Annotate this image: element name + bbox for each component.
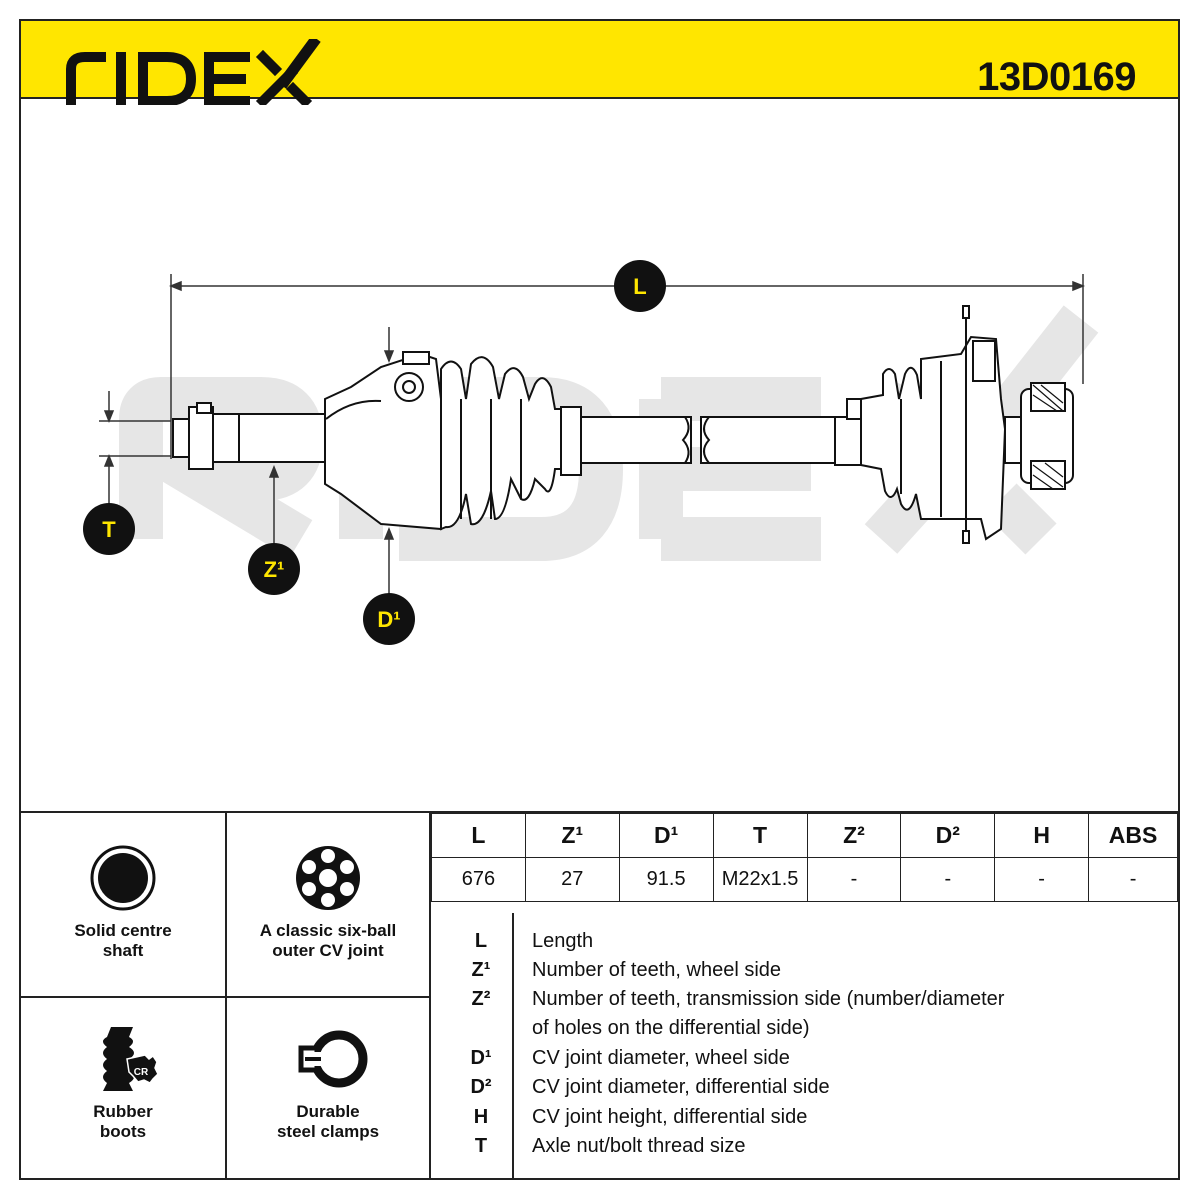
legend-key: D¹ xyxy=(470,1047,492,1069)
spec-header-cell: L xyxy=(431,813,526,858)
svg-text:D¹: D¹ xyxy=(377,607,400,632)
page-frame xyxy=(19,19,1180,1180)
legend-description: of holes on the differential side) xyxy=(532,1017,810,1039)
feature-solid-shaft: Solid centre shaft xyxy=(21,813,225,996)
legend-description: Number of teeth, transmission side (numb… xyxy=(532,988,1005,1010)
steel-clamp-icon xyxy=(298,1030,368,1088)
cv-diameter-pointer xyxy=(383,327,395,599)
spec-header-cell: H xyxy=(994,813,1090,858)
specification-section: Solid centre shaft A classic six-ball ou… xyxy=(21,811,1178,1178)
spec-value-cell: - xyxy=(994,857,1090,902)
spec-header-cell: Z² xyxy=(806,813,902,858)
legend-description: Axle nut/bolt thread size xyxy=(532,1135,746,1157)
rubber-boot-cr-icon: CR xyxy=(103,1027,159,1091)
spec-value-cell: - xyxy=(806,857,902,902)
spec-header-cell: ABS xyxy=(1088,813,1178,858)
spec-header-row: L Z¹ D¹ T Z² D² H ABS xyxy=(431,813,1178,858)
six-ball-joint-icon xyxy=(296,846,360,910)
spec-header-cell: Z¹ xyxy=(524,813,620,858)
legend-key: D² xyxy=(470,1076,492,1098)
feature-six-ball-joint: A classic six-ball outer CV joint xyxy=(227,813,429,996)
feature-label: Durable steel clamps xyxy=(276,1102,380,1141)
marker-cv-diameter-wheel-side: D¹ xyxy=(363,593,415,645)
spec-value-cell: M22x1.5 xyxy=(712,857,808,902)
spec-value-cell: 27 xyxy=(524,857,620,902)
spec-value-row: 676 27 91.5 M22x1.5 - - - - xyxy=(431,857,1178,902)
feature-label: Rubber boots xyxy=(93,1102,153,1141)
svg-text:Z¹: Z¹ xyxy=(264,557,285,582)
legend-divider xyxy=(512,913,514,1178)
spec-value-cell: - xyxy=(1088,857,1178,902)
spec-value-cell: - xyxy=(900,857,996,902)
spec-table: L Z¹ D¹ T Z² D² H ABS 676 27 91.5 M22x1.… xyxy=(431,813,1178,902)
feature-divider xyxy=(225,813,227,1178)
feature-divider xyxy=(21,996,431,998)
spec-header-cell: D² xyxy=(900,813,996,858)
legend-key: T xyxy=(474,1135,488,1157)
feature-label: Solid centre shaft xyxy=(74,921,172,960)
legend-key: Z¹ xyxy=(471,959,491,981)
header-bar: 13D0169 xyxy=(21,21,1178,105)
part-number: 13D0169 xyxy=(977,55,1136,99)
spec-value-cell: 91.5 xyxy=(618,857,714,902)
marker-teeth-wheel-side: Z¹ xyxy=(248,543,300,595)
spec-value-cell: 676 xyxy=(431,857,526,902)
spec-header-cell: D¹ xyxy=(618,813,714,858)
thread-dimension-lines xyxy=(99,391,171,504)
svg-text:T: T xyxy=(102,517,116,542)
ridex-logo xyxy=(66,39,321,105)
feature-steel-clamps: Durable steel clamps xyxy=(227,998,429,1178)
marker-length: L xyxy=(614,260,666,312)
legend-description: CV joint diameter, differential side xyxy=(532,1076,830,1098)
feature-rubber-boots: CR Rubber boots xyxy=(21,998,225,1178)
legend-description: Length xyxy=(532,930,594,952)
spline-pointer xyxy=(268,464,280,549)
legend-description: CV joint diameter, wheel side xyxy=(532,1047,790,1069)
legend: L Length Z¹ Number of teeth, wheel side … xyxy=(431,913,1178,1178)
marker-thread: T xyxy=(83,503,135,555)
feature-divider xyxy=(429,813,431,1178)
drive-shaft xyxy=(172,305,1074,544)
spec-header-cell: T xyxy=(712,813,808,858)
legend-key: L xyxy=(474,930,488,952)
legend-key: H xyxy=(473,1106,489,1128)
legend-description: CV joint height, differential side xyxy=(532,1106,808,1128)
legend-key: Z² xyxy=(471,988,491,1010)
drive-shaft-drawing: L T Z¹ D¹ xyxy=(83,260,1099,645)
legend-description: Number of teeth, wheel side xyxy=(532,959,782,981)
solid-shaft-icon xyxy=(90,845,156,911)
svg-text:CR: CR xyxy=(134,1067,149,1078)
feature-label: A classic six-ball outer CV joint xyxy=(259,921,397,960)
svg-text:L: L xyxy=(633,274,646,299)
